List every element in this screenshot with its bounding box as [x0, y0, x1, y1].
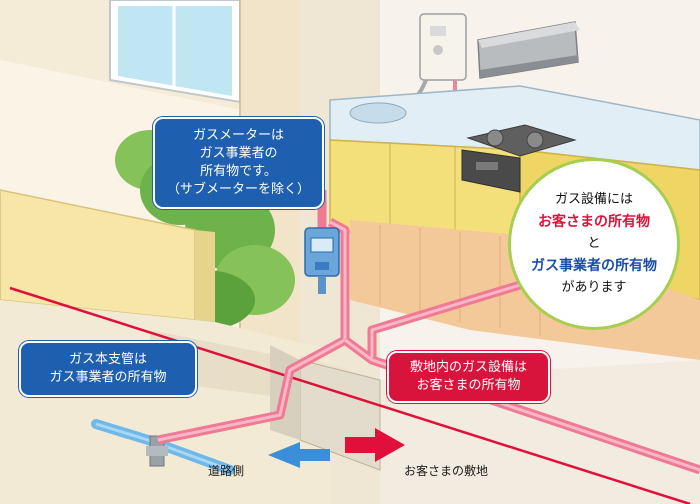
gas-stove: [461, 124, 577, 193]
range-hood: [477, 21, 580, 79]
premises-callout-line1: 敷地内のガス設備は: [409, 360, 527, 375]
main-pipe-callout-line2: ガス事業者の所有物: [49, 370, 167, 385]
summary-line1: ガス設備には: [554, 192, 633, 207]
gas-meter: [304, 227, 340, 294]
ownership-boundary-line: [9, 286, 691, 504]
road-side-arrow: [268, 442, 330, 468]
gas-meter-callout: ガスメーターは ガス事業者の 所有物です。 （サブメーターを除く）: [153, 117, 324, 209]
customer-premises-label: お客さまの敷地: [404, 464, 489, 478]
premises-equipment-callout: 敷地内のガス設備は お客さまの所有物: [387, 351, 550, 403]
gas-main-pipe-callout: ガス本支管は ガス事業者の所有物: [19, 341, 197, 397]
meter-callout-line4: （サブメーターを除く）: [166, 182, 310, 197]
premises-arrow: [345, 428, 405, 462]
main-pipe-callout-line1: ガス本支管は: [68, 352, 147, 367]
summary-line5: があります: [561, 280, 627, 295]
water-heater: [410, 13, 468, 112]
road-side-label: 道路側: [208, 464, 245, 478]
ownership-summary-circle: ガス設備には お客さまの所有物 と ガス事業者の所有物 があります: [508, 158, 680, 330]
meter-callout-line1: ガスメーターは: [192, 128, 284, 143]
window: [0, 0, 241, 110]
meter-callout-line3: 所有物です。: [200, 164, 277, 179]
meter-callout-line2: ガス事業者の: [199, 146, 278, 161]
summary-line3: と: [587, 236, 601, 251]
summary-utility-property: ガス事業者の所有物: [531, 258, 657, 274]
summary-customer-property: お客さまの所有物: [538, 214, 650, 230]
premises-callout-line2: お客さまの所有物: [416, 378, 521, 393]
utility-main-pipe: [91, 419, 235, 475]
